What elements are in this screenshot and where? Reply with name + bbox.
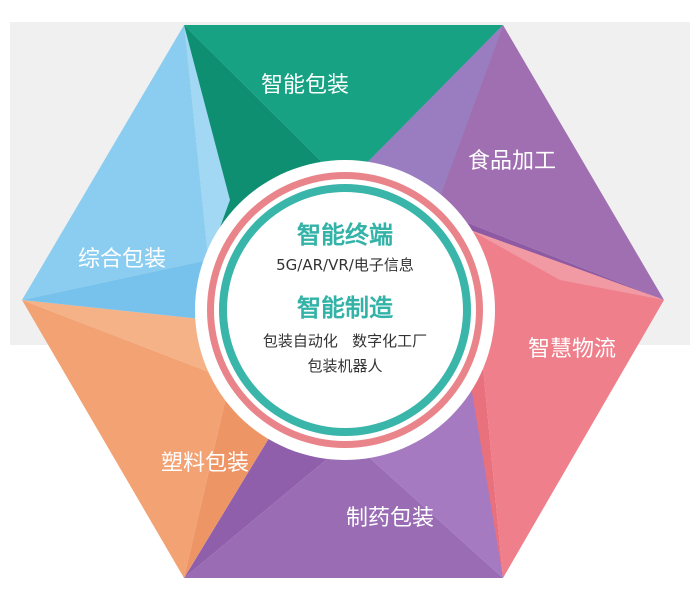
segment-plastic-packaging — [22, 300, 280, 578]
segment-food-processing — [345, 25, 664, 300]
manufacture-title: 智能制造 — [297, 294, 393, 322]
terminal-title: 智能终端 — [297, 221, 393, 249]
label-comprehensive-packaging: 综合包装 — [78, 247, 166, 272]
label-smart-packaging: 智能包装 — [261, 73, 349, 98]
label-plastic-packaging: 塑料包装 — [161, 451, 249, 476]
manufacture-line2: 包装机器人 — [307, 357, 382, 375]
label-pharma-packaging: 制药包装 — [346, 506, 434, 531]
segment-labels: 智能包装 食品加工 智慧物流 制药包装 塑料包装 综合包装 — [78, 73, 616, 531]
label-food-processing: 食品加工 — [468, 149, 556, 174]
terminal-items: 5G/AR/VR/电子信息 — [276, 256, 414, 274]
manufacture-line1: 包装自动化 数字化工厂 — [263, 332, 427, 350]
label-smart-logistics: 智慧物流 — [528, 337, 616, 362]
segment-comprehensive-packaging — [22, 25, 230, 320]
center-hub: 智能终端 5G/AR/VR/电子信息 智能制造 包装自动化 数字化工厂 包装机器… — [195, 160, 495, 460]
center-disc — [227, 192, 463, 428]
